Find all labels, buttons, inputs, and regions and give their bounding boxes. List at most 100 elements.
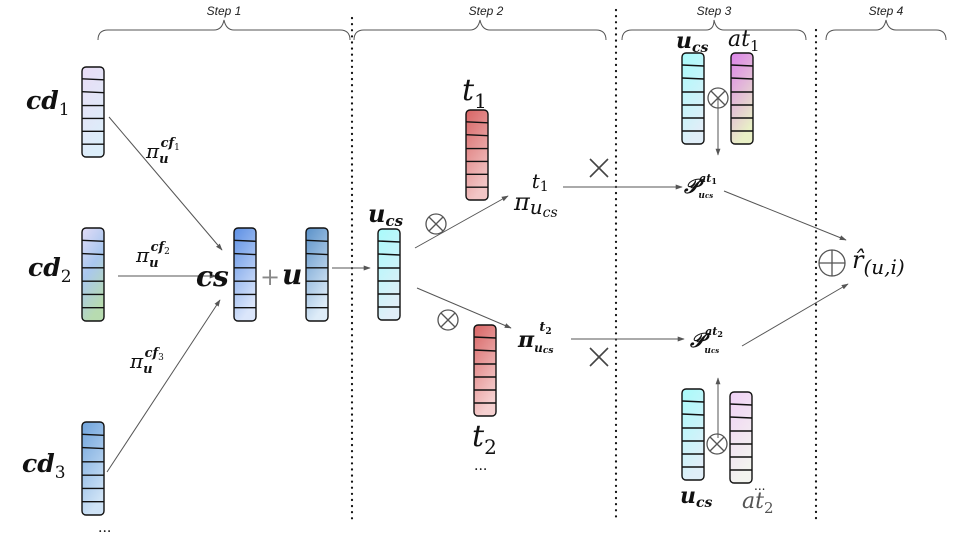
svg-text:ucs: ucs: [676, 28, 709, 56]
arrow-ucs-to-pi-t2: [416, 287, 512, 329]
vector-cell-divider: [681, 64, 705, 67]
step-4-label: Step 4: [869, 4, 904, 18]
otimes-icon-ucs-t2: [437, 309, 459, 331]
vector-border: [81, 66, 105, 158]
vector-fill: [378, 229, 400, 320]
times-icon-t2: [589, 347, 609, 367]
label-cd2: cd2: [28, 253, 72, 287]
svg-text:πucst1: πucst1: [513, 169, 558, 221]
times-icon-t1: [589, 158, 609, 178]
vector-fill: [234, 228, 256, 321]
step-3-header: Step 3: [621, 4, 807, 41]
vector-cell-divider: [681, 413, 705, 416]
svg-text:t1: t1: [462, 73, 487, 113]
vector-cell-divider: [730, 64, 754, 67]
vector-cell-divider: [81, 78, 105, 81]
svg-text:cd2: cd2: [28, 253, 72, 287]
vector-cd3: [81, 421, 105, 516]
vector-fill: [82, 228, 104, 321]
vectors-layer: [81, 52, 754, 516]
label-P-at2: 𝒫ucsat2: [689, 325, 723, 356]
vector-cell-divider: [81, 446, 105, 450]
vector-at1: [730, 52, 754, 145]
svg-text:at1: at1: [728, 27, 760, 55]
vector-fill: [82, 422, 104, 515]
svg-text:ucs: ucs: [368, 199, 404, 230]
vector-fill: [682, 53, 704, 144]
vector-cell-divider: [473, 349, 497, 352]
vector-cell-divider: [473, 336, 497, 339]
label-pi-cf2: πucf2: [135, 240, 170, 271]
svg-text:πucf3: πucf3: [129, 346, 164, 377]
step-1-label: Step 1: [207, 4, 242, 18]
vector-u: [305, 227, 329, 322]
step-3-label: Step 3: [697, 4, 732, 18]
vector-border: [681, 388, 705, 481]
vector-border: [730, 52, 754, 145]
vector-ucs-main: [377, 228, 401, 321]
label-cd3: cd3: [22, 449, 66, 483]
vector-cell-divider: [730, 77, 754, 80]
vector-border: [681, 52, 705, 145]
vector-fill: [731, 53, 753, 144]
vector-fill: [466, 110, 488, 200]
vector-cell-divider: [81, 91, 105, 94]
svg-text:𝒫ucsat1: 𝒫ucsat1: [683, 172, 717, 201]
svg-text:πucf2: πucf2: [135, 240, 170, 271]
vector-border: [729, 391, 753, 484]
step-3-brace: [621, 19, 807, 41]
label-at1: at1: [728, 27, 760, 55]
step-2-brace: [353, 19, 607, 41]
step-2-header: Step 2: [353, 4, 607, 41]
vector-cell-divider: [81, 239, 105, 242]
vector-border: [465, 109, 489, 201]
label-r-hat: r̂(u,i): [852, 246, 905, 279]
arrow-cd1-to-cs: [108, 116, 223, 251]
arrow-cd3-to-cs: [106, 299, 221, 473]
vector-fill: [730, 392, 752, 483]
otimes-icon-ucs-t1: [425, 213, 447, 235]
label-t2: t2: [472, 419, 497, 459]
label-pi-cf1: πucf1: [145, 136, 180, 167]
step-4-brace: [825, 19, 947, 41]
vector-cell-divider: [81, 433, 105, 436]
vector-fill: [82, 67, 104, 157]
vector-cell-divider: [681, 400, 705, 403]
arrow-P-at1-to-sum: [723, 190, 847, 241]
vector-cell-divider: [729, 403, 753, 406]
label-cd1: cd1: [26, 86, 70, 120]
svg-text:at2: at2: [742, 489, 774, 517]
svg-text:πucst2: πucst2: [517, 320, 553, 356]
oplus-icon-sum: [818, 249, 846, 277]
vector-ucs-bottom: [681, 388, 705, 481]
label-ucs-main: ucs: [368, 199, 404, 230]
vector-cell-divider: [465, 121, 489, 124]
vector-border: [473, 324, 497, 417]
vector-fill: [682, 389, 704, 480]
vector-cell-divider: [377, 240, 401, 243]
vector-at2: [729, 391, 753, 484]
label-P-at1: 𝒫ucsat1: [683, 172, 717, 201]
step-2-label: Step 2: [469, 4, 504, 18]
vector-border: [81, 421, 105, 516]
label-pi-t2: πucst2: [517, 320, 553, 356]
label-u: u: [282, 258, 302, 291]
otimes-icon-ucs-at2: [706, 433, 728, 455]
vector-cell-divider: [681, 77, 705, 80]
label-ucs-top: ucs: [676, 28, 709, 56]
vector-cell-divider: [729, 416, 753, 419]
vector-cell-divider: [81, 252, 105, 256]
step-4-header: Step 4: [825, 4, 947, 41]
vector-cell-divider: [465, 134, 489, 137]
vector-cs: [233, 227, 257, 322]
vector-border: [81, 227, 105, 322]
vector-ucs-top: [681, 52, 705, 145]
vector-cell-divider: [233, 252, 257, 256]
label-cs: cs: [196, 260, 229, 293]
vector-cd2: [81, 227, 105, 322]
vector-t2: [473, 324, 497, 417]
vector-border: [377, 228, 401, 321]
svg-text:cd1: cd1: [26, 86, 70, 120]
